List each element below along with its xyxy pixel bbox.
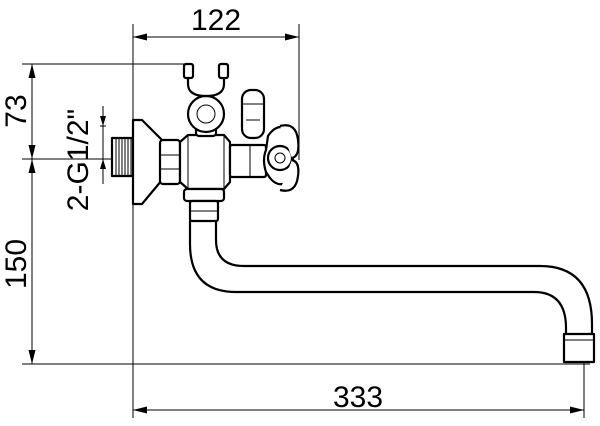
dimension-73-label: 73: [0, 94, 33, 127]
wall-thread: [110, 136, 135, 178]
dimension-top-width: 122: [133, 4, 299, 41]
extension-lines: [22, 24, 590, 418]
dimension-150-label: 150: [0, 239, 33, 289]
faucet-body: [110, 62, 300, 223]
dimension-333-label: 333: [333, 381, 383, 414]
valve-arm: [228, 143, 268, 179]
hex-nut: [158, 138, 182, 186]
dimension-left-heights: 73 150: [0, 64, 38, 364]
thread-callout: 2-G1/2": [62, 106, 106, 211]
long-spout: [188, 219, 596, 364]
cross-handle: [262, 124, 300, 192]
shower-holder-clip: [182, 62, 195, 80]
swivel-joint: [182, 187, 226, 203]
shower-holder-hook: [186, 66, 226, 98]
thread-label: 2-G1/2": [62, 109, 95, 211]
dimension-122-label: 122: [191, 4, 241, 37]
diverter-knob: [240, 88, 266, 140]
diverter-ball: [186, 94, 226, 134]
spout-aerator: [562, 332, 596, 364]
dimension-bottom-width: 333: [133, 381, 584, 414]
escutcheon-flange: [131, 118, 164, 206]
